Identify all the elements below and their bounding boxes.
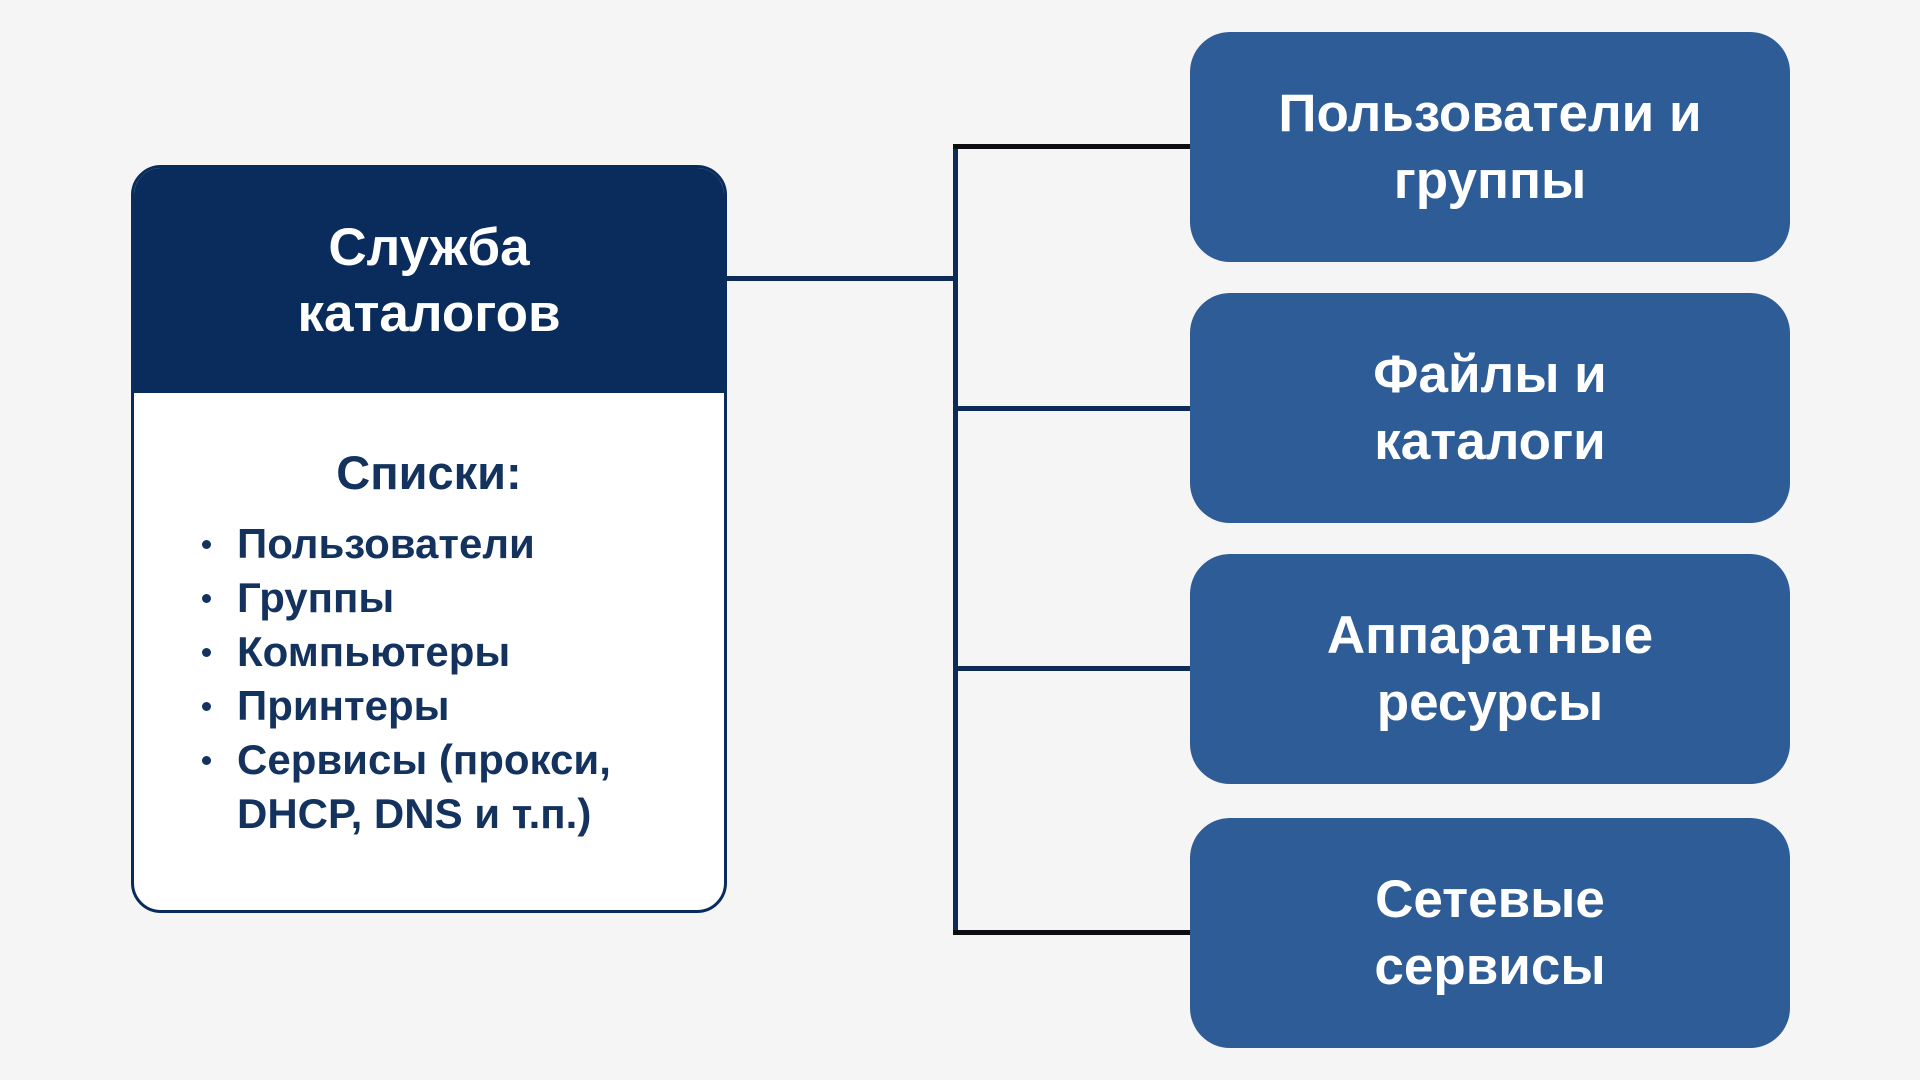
node-network-services: Сетевые сервисы: [1190, 818, 1790, 1048]
connector-trunk: [953, 144, 958, 935]
node-hardware-resources: Аппаратные ресурсы: [1190, 554, 1790, 784]
bullet-icon: [202, 540, 211, 549]
directory-service-card-header: Служба каталогов: [134, 168, 724, 393]
connector-branch-network: [953, 930, 1190, 935]
node-label-line-1: Аппаратные: [1326, 606, 1654, 665]
bullet-icon: [202, 594, 211, 603]
list-item-users: Пользователи: [202, 517, 696, 571]
list-item-services: Сервисы (прокси, DHCP, DNS и т.п.): [202, 733, 696, 841]
node-files-and-catalogs: Файлы и каталоги: [1190, 293, 1790, 523]
list-item-label: Группы: [237, 574, 395, 621]
node-label-line-1: Сетевые: [1375, 870, 1605, 929]
connector-branch-files: [955, 406, 1190, 411]
connector-card-to-trunk: [727, 276, 955, 281]
list-item-groups: Группы: [202, 571, 696, 625]
list-item-label: Пользователи: [237, 520, 535, 567]
card-title-line-2: каталогов: [297, 283, 561, 343]
node-label-line-1: Пользователи и: [1278, 84, 1702, 143]
list-item-label: Принтеры: [237, 682, 450, 729]
list-item-label: Компьютеры: [237, 628, 511, 675]
connector-branch-users: [953, 144, 1190, 149]
connector-branch-hardware: [955, 666, 1190, 671]
node-label-line-2: каталоги: [1374, 412, 1606, 471]
directory-service-card-body: Списки: Пользователи Группы Компьютеры П…: [134, 393, 724, 841]
directory-service-card: Служба каталогов Списки: Пользователи Гр…: [131, 165, 727, 913]
list-item-printers: Принтеры: [202, 679, 696, 733]
node-users-and-groups: Пользователи и группы: [1190, 32, 1790, 262]
node-label-line-2: ресурсы: [1376, 673, 1604, 732]
list-item-label: Сервисы (прокси, DHCP, DNS и т.п.): [237, 736, 611, 837]
list-item-computers: Компьютеры: [202, 625, 696, 679]
bullet-icon: [202, 648, 211, 657]
lists-heading: Списки:: [336, 446, 522, 499]
bullet-icon: [202, 702, 211, 711]
directory-objects-list: Пользователи Группы Компьютеры Принтеры …: [202, 517, 696, 841]
node-label-line-2: группы: [1393, 151, 1587, 210]
bullet-icon: [202, 756, 211, 765]
node-label-line-1: Файлы и: [1373, 345, 1607, 404]
card-title-line-1: Служба: [328, 217, 530, 277]
node-label-line-2: сервисы: [1374, 937, 1606, 996]
